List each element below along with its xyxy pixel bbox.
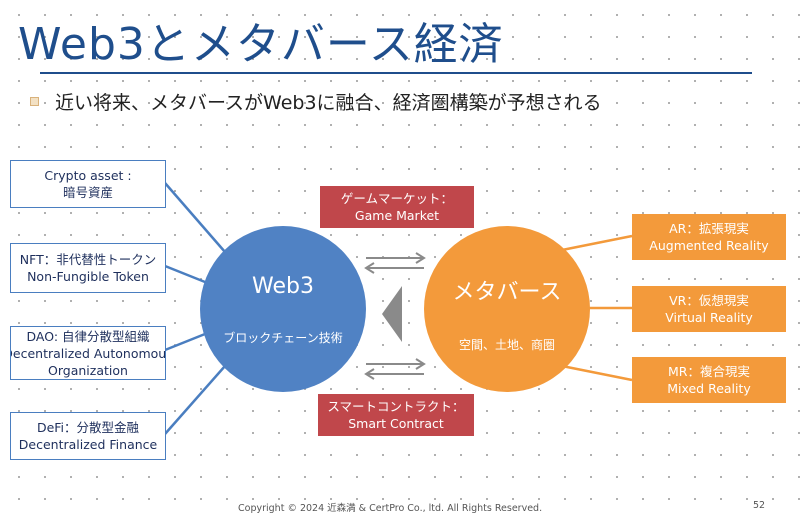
metaverse-title: メタバース <box>452 280 562 305</box>
box-vr-line1: VR：仮想現実 <box>669 293 749 308</box>
box-crypto-asset: Crypto asset : 暗号資産 <box>10 160 166 208</box>
box-mr-line1: MR：複合現実 <box>668 364 750 379</box>
box-nft-line1: NFT：非代替性トークン <box>19 252 157 267</box>
connector-nft <box>164 264 206 284</box>
game-market-line2: Game Market <box>354 208 440 223</box>
lower-exchange-arrows-icon <box>364 358 426 380</box>
connector-crypto <box>164 182 226 253</box>
smart-contract-line1: スマートコントラクト： <box>327 399 465 414</box>
game-market-box: ゲームマーケット： Game Market <box>320 186 474 228</box>
bullet-square-icon <box>30 97 39 106</box>
box-mr-line2: Mixed Reality <box>667 381 751 396</box>
connector-defi <box>164 365 226 435</box>
web3-circle: Web3 ブロックチェーン技術 <box>200 226 366 392</box>
connector-ar <box>561 234 633 252</box>
box-dao-line2: Decentralized Autonomous <box>10 345 166 361</box>
bullet-point: 近い将来、メタバースがWeb3に融合、経済圏構築が予想される <box>30 88 602 115</box>
box-nft: NFT：非代替性トークン Non-Fungible Token <box>10 243 166 293</box>
web3-subtitle: ブロックチェーン技術 <box>223 331 343 345</box>
box-dao-line1: DAO: 自律分散型組織 <box>26 328 150 344</box>
box-crypto-line1: Crypto asset : <box>44 168 132 183</box>
metaverse-circle: メタバース 空間、土地、商圏 <box>424 226 590 392</box>
bullet-text: 近い将来、メタバースがWeb3に融合、経済圏構築が予想される <box>55 92 602 114</box>
box-vr-line2: Virtual Reality <box>665 310 753 325</box>
box-mr: MR：複合現実 Mixed Reality <box>632 357 786 403</box>
title-divider <box>40 72 752 74</box>
smart-contract-line2: Smart Contract <box>348 416 444 431</box>
box-crypto-line2: 暗号資産 <box>62 185 113 200</box>
game-market-line1: ゲームマーケット： <box>340 191 454 206</box>
page-number: 52 <box>753 500 766 511</box>
box-vr: VR：仮想現実 Virtual Reality <box>632 286 786 332</box>
metaverse-subtitle: 空間、土地、商圏 <box>458 338 555 352</box>
box-defi-line1: DeFi：分散型金融 <box>36 420 140 435</box>
smart-contract-box: スマートコントラクト： Smart Contract <box>318 394 474 436</box>
upper-exchange-arrows-icon <box>364 252 426 274</box>
box-ar: AR：拡張現実 Augmented Reality <box>632 214 786 260</box>
box-dao: DAO: 自律分散型組織 Decentralized Autonomous Or… <box>10 326 166 380</box>
box-ar-line1: AR：拡張現実 <box>669 221 749 236</box>
box-nft-line2: Non-Fungible Token <box>27 269 149 284</box>
merge-triangle-icon <box>382 286 402 342</box>
web3-title: Web3 <box>252 274 314 299</box>
box-dao-line3: Organization <box>48 362 128 378</box>
page-title: Web3とメタバース経済 <box>18 19 504 70</box>
box-defi: DeFi：分散型金融 Decentralized Finance <box>10 412 166 460</box>
connector-dao <box>164 332 206 352</box>
connector-mr <box>561 364 633 382</box>
box-ar-line2: Augmented Reality <box>649 238 769 253</box>
box-defi-line2: Decentralized Finance <box>18 437 158 452</box>
copyright-footer: Copyright © 2024 近森満 & CertPro Co., ltd.… <box>238 503 543 514</box>
